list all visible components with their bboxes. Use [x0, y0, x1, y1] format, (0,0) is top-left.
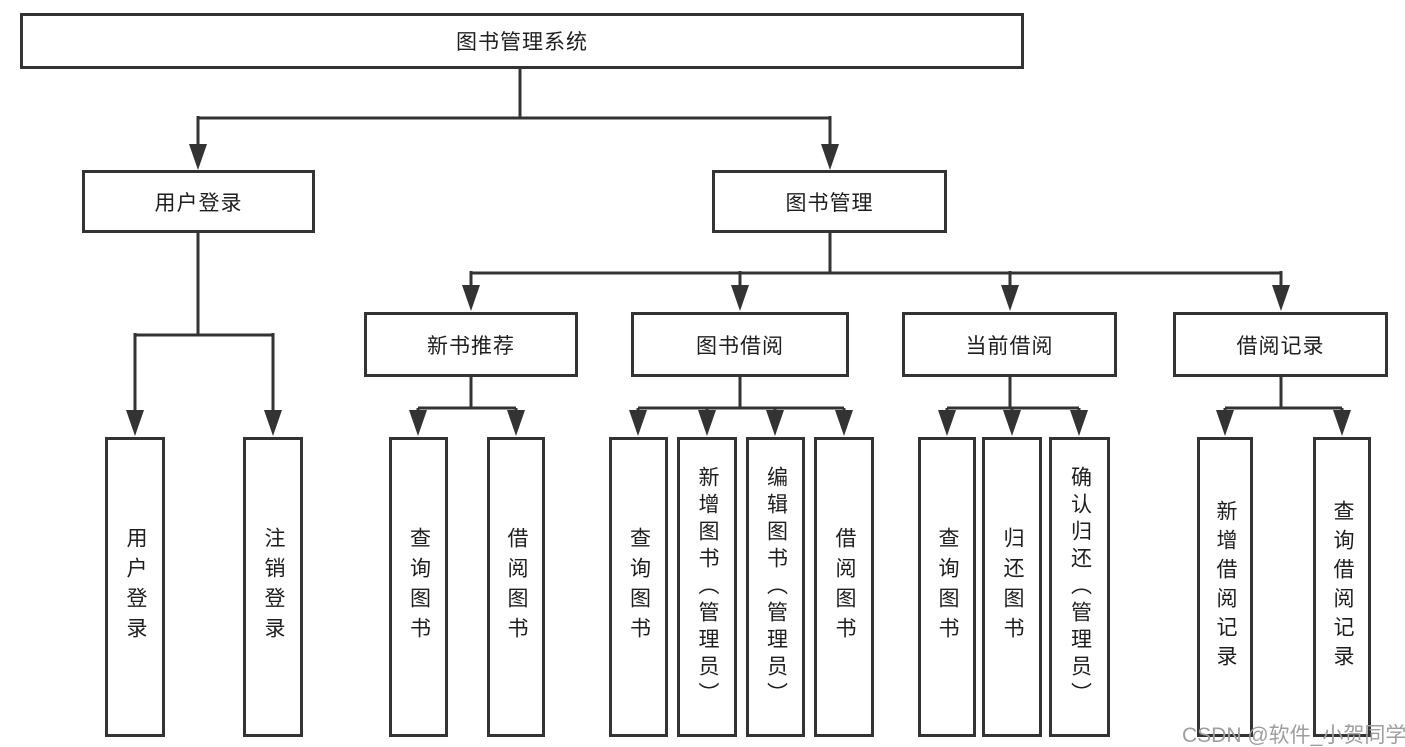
- node-borrowing-records: 借阅记录: [1173, 312, 1388, 377]
- node-user-login: 用户登录: [82, 170, 315, 233]
- leaf-query-books-recommend: 查询图书: [389, 437, 448, 737]
- node-book-management-label: 图书管理: [785, 191, 874, 215]
- leaf-add-books-admin-label: 新增图书（管理员）: [696, 465, 719, 709]
- leaf-return-books: 归还图书: [982, 437, 1042, 737]
- leaf-confirm-return-admin: 确认归还（管理员）: [1049, 437, 1110, 737]
- node-new-book-recommend-label: 新书推荐: [427, 334, 515, 358]
- leaf-add-borrow-record-label: 新增借阅记录: [1214, 500, 1237, 674]
- leaf-confirm-return-admin-label: 确认归还（管理员）: [1068, 465, 1092, 709]
- leaf-borrow-books-borrowing: 借阅图书: [814, 437, 874, 737]
- leaf-add-borrow-record: 新增借阅记录: [1197, 437, 1253, 737]
- leaf-logout: 注销登录: [243, 437, 303, 737]
- node-current-borrowing-label: 当前借阅: [965, 334, 1054, 358]
- leaf-query-borrow-record: 查询借阅记录: [1313, 437, 1371, 737]
- leaf-borrow-books-recommend-label: 借阅图书: [505, 527, 528, 647]
- leaf-query-books-current-label: 查询图书: [936, 527, 959, 647]
- node-current-borrowing: 当前借阅: [902, 312, 1117, 377]
- leaf-query-books-current: 查询图书: [918, 437, 976, 737]
- leaf-query-books-borrowing: 查询图书: [609, 437, 668, 737]
- node-book-management: 图书管理: [712, 170, 947, 233]
- leaf-add-books-admin: 新增图书（管理员）: [677, 437, 737, 737]
- node-root-system: 图书管理系统: [20, 13, 1024, 69]
- leaf-edit-books-admin-label: 编辑图书（管理员）: [764, 465, 788, 709]
- leaf-user-login-label: 用户登录: [124, 527, 147, 647]
- node-borrowing-records-label: 借阅记录: [1236, 334, 1325, 358]
- connector-paths: [133, 68, 1344, 412]
- leaf-user-login: 用户登录: [105, 437, 165, 737]
- leaf-borrow-books-borrowing-label: 借阅图书: [833, 527, 856, 647]
- leaf-logout-label: 注销登录: [262, 527, 285, 647]
- leaf-edit-books-admin: 编辑图书（管理员）: [746, 437, 805, 737]
- node-book-borrowing-label: 图书借阅: [696, 334, 784, 358]
- arrowheads: [126, 144, 1351, 436]
- leaf-query-books-borrowing-label: 查询图书: [627, 527, 651, 647]
- node-new-book-recommend: 新书推荐: [364, 312, 578, 377]
- node-book-borrowing: 图书借阅: [631, 312, 849, 377]
- leaf-query-borrow-record-label: 查询借阅记录: [1331, 500, 1354, 674]
- leaf-borrow-books-recommend: 借阅图书: [487, 437, 545, 737]
- leaf-return-books-label: 归还图书: [1001, 527, 1024, 647]
- watermark: CSDN @软件_小贺同学: [1182, 724, 1405, 747]
- node-user-login-label: 用户登录: [154, 191, 243, 215]
- leaf-query-books-recommend-label: 查询图书: [407, 527, 431, 647]
- node-root-system-label: 图书管理系统: [456, 31, 588, 54]
